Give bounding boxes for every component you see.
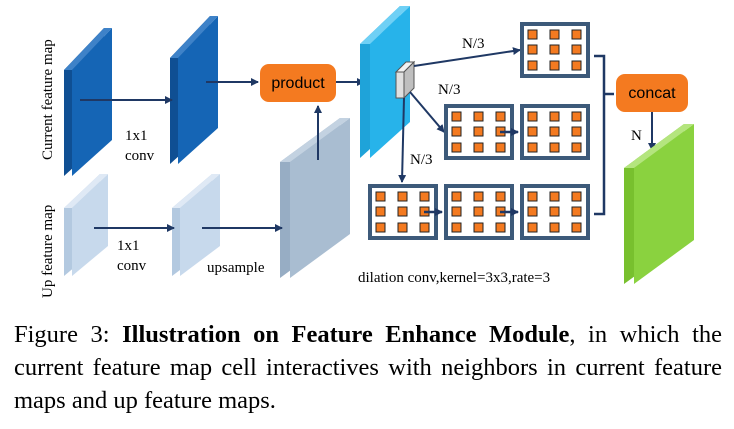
- arrow-branch-mid: [409, 91, 445, 133]
- dilation-grid-r2c3: [520, 104, 590, 160]
- product-box: product: [260, 64, 336, 102]
- concat-bracket: [594, 54, 606, 216]
- upsample-label: upsample: [207, 260, 265, 276]
- split-mid-label: N/3: [438, 82, 461, 98]
- figure-caption: Figure 3: Illustration on Feature Enhanc…: [14, 318, 722, 417]
- conv-bottom-label-2: conv: [117, 258, 147, 274]
- arrow-branch-bottom: [398, 97, 407, 183]
- dilation-grid-r3c3: [520, 184, 590, 240]
- conv-bottom-label-1: 1x1: [117, 238, 140, 254]
- enhanced-feature-slab: [360, 6, 410, 158]
- caption-body: , in which the current feature map cell …: [14, 321, 722, 414]
- focus-cell-cube: [394, 60, 416, 100]
- dilation-grid-r1c3: [520, 22, 590, 78]
- conv-top-label-1: 1x1: [125, 128, 148, 144]
- output-feature-slab: [624, 124, 694, 284]
- caption-prefix: Figure 3:: [14, 321, 110, 348]
- feature-enhance-module-diagram: Current feature map Up feature map 1x1 c…: [40, 6, 694, 298]
- split-top-label: N/3: [462, 36, 485, 52]
- concat-label: concat: [628, 85, 676, 102]
- up-feature-map-slab: [64, 174, 108, 276]
- dilation-note: dilation conv,kernel=3x3,rate=3: [358, 270, 550, 286]
- split-bottom-label: N/3: [410, 152, 433, 168]
- caption-title: Illustration on Feature Enhance Module: [122, 321, 570, 348]
- conv-output-slab-bottom: [172, 174, 220, 276]
- concat-box: concat: [616, 74, 688, 112]
- conv-output-slab-top: [170, 16, 218, 164]
- upsampled-slab: [280, 118, 350, 278]
- conv-top-label-2: conv: [125, 148, 155, 164]
- arrow-branch-top: [413, 47, 521, 67]
- current-feature-map-label: Current feature map: [40, 39, 56, 160]
- current-feature-map-slab: [64, 28, 112, 176]
- up-feature-map-label: Up feature map: [40, 205, 56, 298]
- product-label: product: [271, 75, 325, 92]
- concat-n-label: N: [631, 128, 642, 144]
